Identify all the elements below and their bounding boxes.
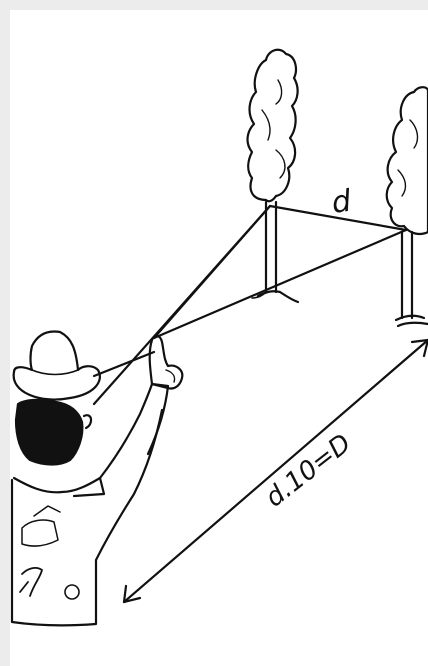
- hair: [16, 400, 82, 465]
- tree-left: [248, 50, 298, 302]
- shirt-doodle-boat: [22, 506, 60, 546]
- sight-line-eye-right: [94, 352, 154, 376]
- sight-line-right-tree: [154, 230, 406, 338]
- tree-right-crown: [387, 87, 428, 234]
- label-d: d: [329, 184, 354, 221]
- tree-right: [387, 87, 428, 326]
- thumb-hand: [150, 336, 183, 389]
- tree-right-trunk: [402, 232, 412, 318]
- shirt-doodle-circle: [65, 585, 79, 599]
- raised-arm: [100, 384, 168, 478]
- tree-left-crown: [248, 50, 298, 201]
- shirt-doodle-bird: [20, 568, 42, 596]
- distance-arrow-D: [124, 340, 428, 602]
- hat: [14, 332, 100, 400]
- tree-left-trunk: [266, 202, 276, 292]
